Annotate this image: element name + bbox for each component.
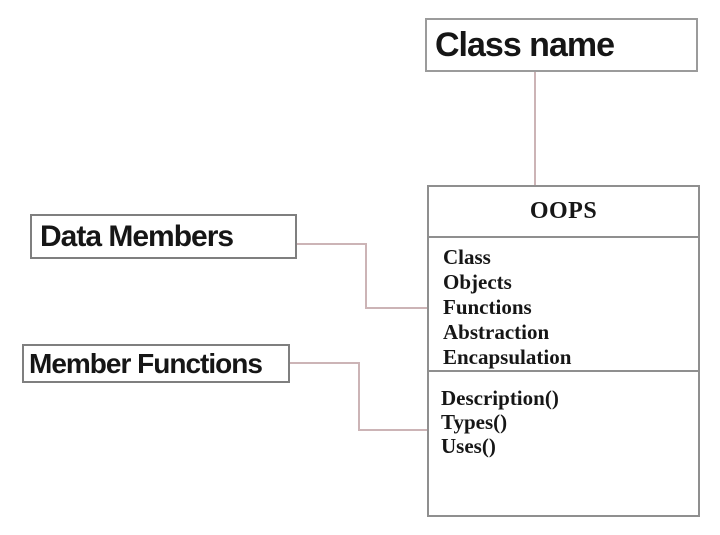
attribute-item: Encapsulation (443, 345, 572, 369)
method-item: Types() (441, 410, 508, 434)
oops-class-box: OOPS Class Objects Functions Abstraction… (427, 185, 700, 517)
connector-classname-vertical-line (534, 72, 536, 185)
class-name-box: Class name (425, 18, 698, 72)
data-members-box: Data Members (30, 214, 297, 259)
attribute-item: Objects (443, 270, 512, 294)
method-item: Description() (441, 386, 559, 410)
connector-datamembers-h2-line (365, 307, 427, 309)
oops-methods-compartment: Description() Types() Uses() (429, 372, 698, 458)
attribute-item: Abstraction (443, 320, 550, 344)
connector-memberfunctions-h1-line (290, 362, 360, 364)
attribute-item: Class (443, 245, 491, 269)
oops-title-compartment: OOPS (429, 187, 698, 238)
connector-memberfunctions-vertical-line (358, 362, 360, 431)
method-item: Uses() (441, 434, 496, 458)
class-name-label: Class name (435, 25, 615, 64)
member-functions-box: Member Functions (22, 344, 290, 383)
attribute-item: Functions (443, 295, 532, 319)
oops-title: OOPS (529, 198, 598, 224)
connector-memberfunctions-h2-line (358, 429, 427, 431)
data-members-label: Data Members (40, 219, 234, 253)
connector-datamembers-h1-line (297, 243, 367, 245)
oops-attributes-compartment: Class Objects Functions Abstraction Enca… (429, 238, 698, 372)
connector-datamembers-vertical-line (365, 243, 367, 309)
member-functions-label: Member Functions (29, 347, 263, 379)
